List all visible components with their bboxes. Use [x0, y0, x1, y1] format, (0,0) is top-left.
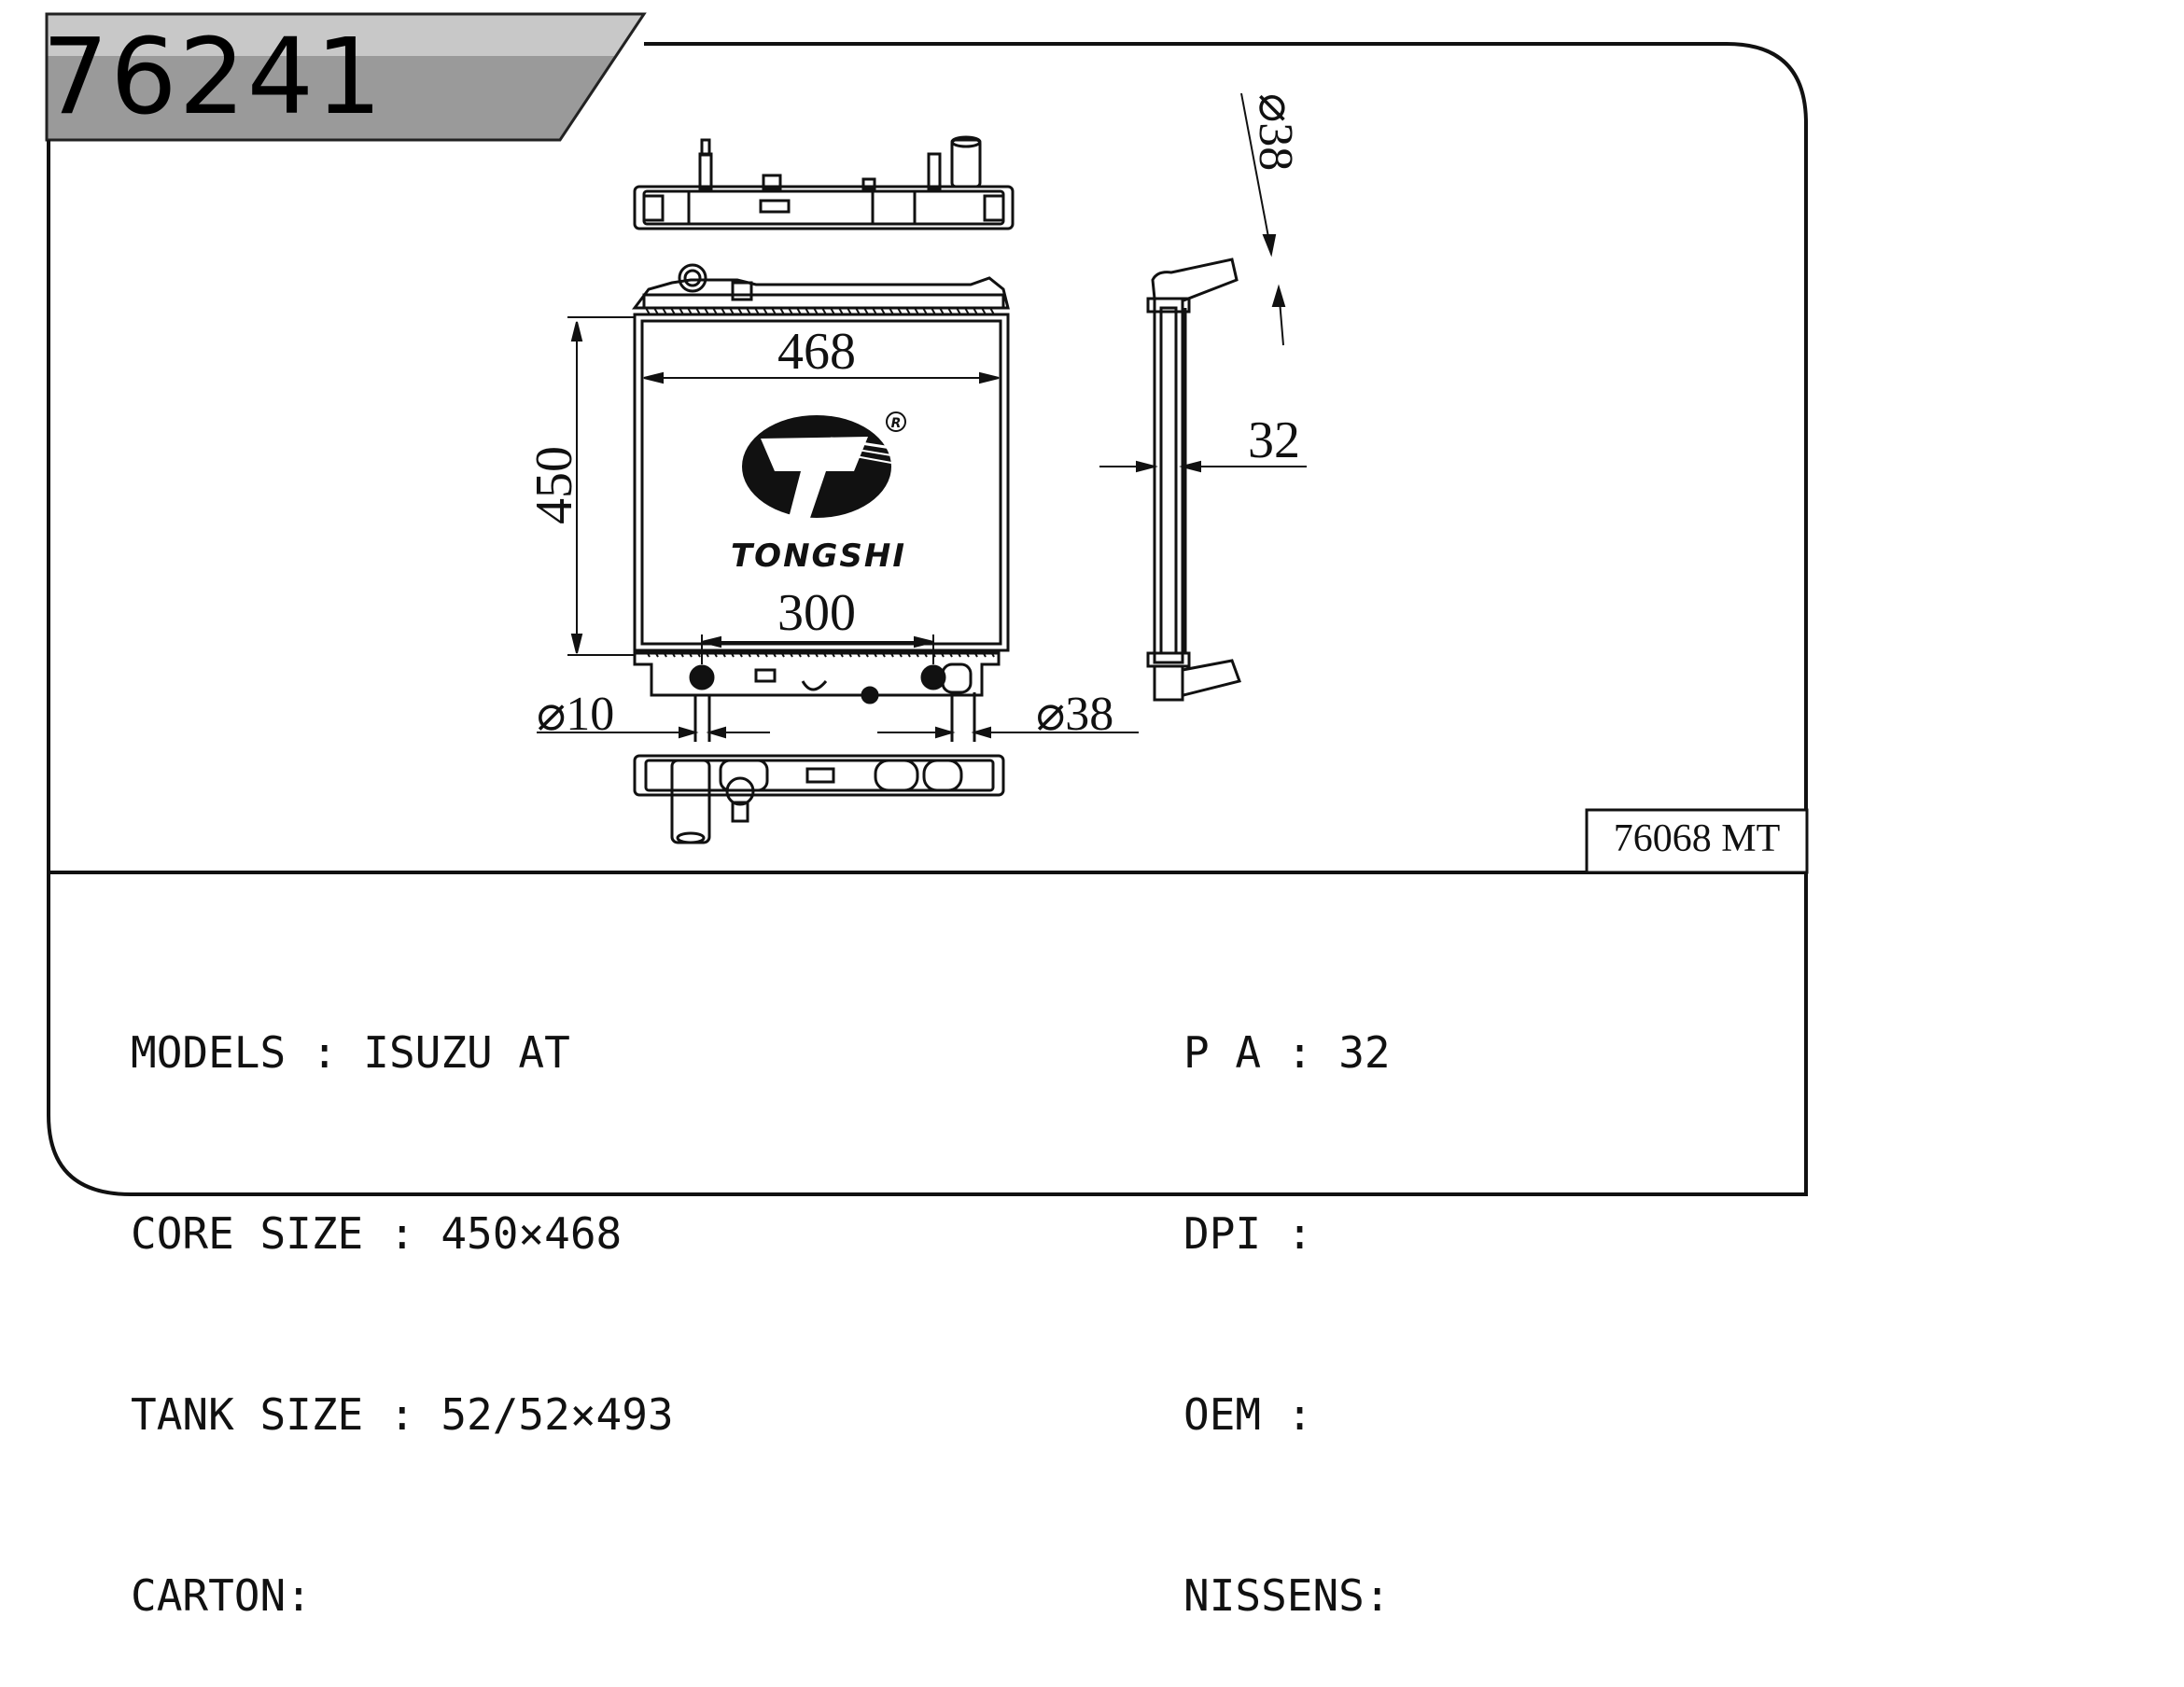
- dim-lower-span: 300: [777, 584, 856, 642]
- dim-inlet-small: ⌀10: [537, 688, 614, 741]
- tank-teeth: [645, 307, 995, 658]
- outer-frame: [47, 42, 1808, 1196]
- brand-name: TONGSHI: [731, 537, 906, 575]
- spec-sep: :: [1261, 1027, 1339, 1078]
- radiator-front-view: [632, 263, 1010, 742]
- bottom-tank-view: [633, 754, 1005, 844]
- spec-value: 52/52×493: [441, 1389, 674, 1440]
- spec-label: TANK SIZE: [131, 1389, 364, 1440]
- header-banner: [45, 12, 647, 142]
- spec-sep: :: [363, 1208, 441, 1259]
- dim-inlet-large: ⌀38: [1036, 688, 1113, 741]
- spec-value: 32: [1338, 1027, 1391, 1078]
- alt-code-box: [1585, 808, 1809, 874]
- spec-row-tank-size: TANK SIZE : 52/52×493: [131, 1385, 674, 1446]
- specs-left: MODELS : ISUZU AT CORE SIZE : 450×468 TA…: [131, 903, 674, 1687]
- spec-sep: :: [363, 1389, 441, 1440]
- top-tank-view: [633, 135, 1015, 230]
- drawing-sheet: R TONGSHI 468 450 300 32 ⌀38 ⌀10 ⌀38: [45, 12, 1809, 1196]
- spec-label: DPI: [1183, 1208, 1262, 1259]
- spec-label: MODELS: [131, 1027, 287, 1078]
- spec-label: NISSENS: [1183, 1570, 1365, 1621]
- dim-core-width: 468: [777, 323, 856, 381]
- spec-row-carton: CARTON:: [131, 1566, 674, 1627]
- spec-row-dpi: DPI :: [1183, 1204, 1391, 1265]
- spec-row-models: MODELS : ISUZU AT: [131, 1023, 674, 1084]
- spec-row-core-size: CORE SIZE : 450×468: [131, 1204, 674, 1265]
- spec-label: CARTON: [131, 1570, 287, 1621]
- dimension-lines: [537, 316, 1139, 739]
- spec-sep: :: [286, 1570, 312, 1621]
- spec-sep: :: [286, 1027, 364, 1078]
- side-view: [1146, 258, 1241, 702]
- spec-sep: :: [1261, 1389, 1339, 1440]
- part-number: 76241: [42, 17, 385, 138]
- specs-right: P A : 32 DPI : OEM : NISSENS:: [1183, 903, 1391, 1687]
- spec-value: 450×468: [441, 1208, 623, 1259]
- spec-label: CORE SIZE: [131, 1208, 364, 1259]
- spec-label: P A: [1183, 1027, 1262, 1078]
- side-dimension-lines: [1099, 92, 1307, 473]
- spec-row-nissens: NISSENS:: [1183, 1566, 1391, 1627]
- spec-row-pa: P A : 32: [1183, 1023, 1391, 1084]
- spec-sep: :: [1364, 1570, 1391, 1621]
- brand-logo: [742, 411, 906, 518]
- spec-label: OEM: [1183, 1389, 1262, 1440]
- alt-code: 76068 MT: [1613, 817, 1781, 860]
- registered-mark: R: [891, 416, 902, 431]
- spec-sep: :: [1261, 1208, 1339, 1259]
- dim-core-height: 450: [525, 446, 583, 524]
- dim-outlet-top: ⌀38: [1249, 93, 1302, 171]
- spec-row-oem: OEM :: [1183, 1385, 1391, 1446]
- spec-value: ISUZU AT: [363, 1027, 570, 1078]
- dim-thickness: 32: [1248, 411, 1300, 469]
